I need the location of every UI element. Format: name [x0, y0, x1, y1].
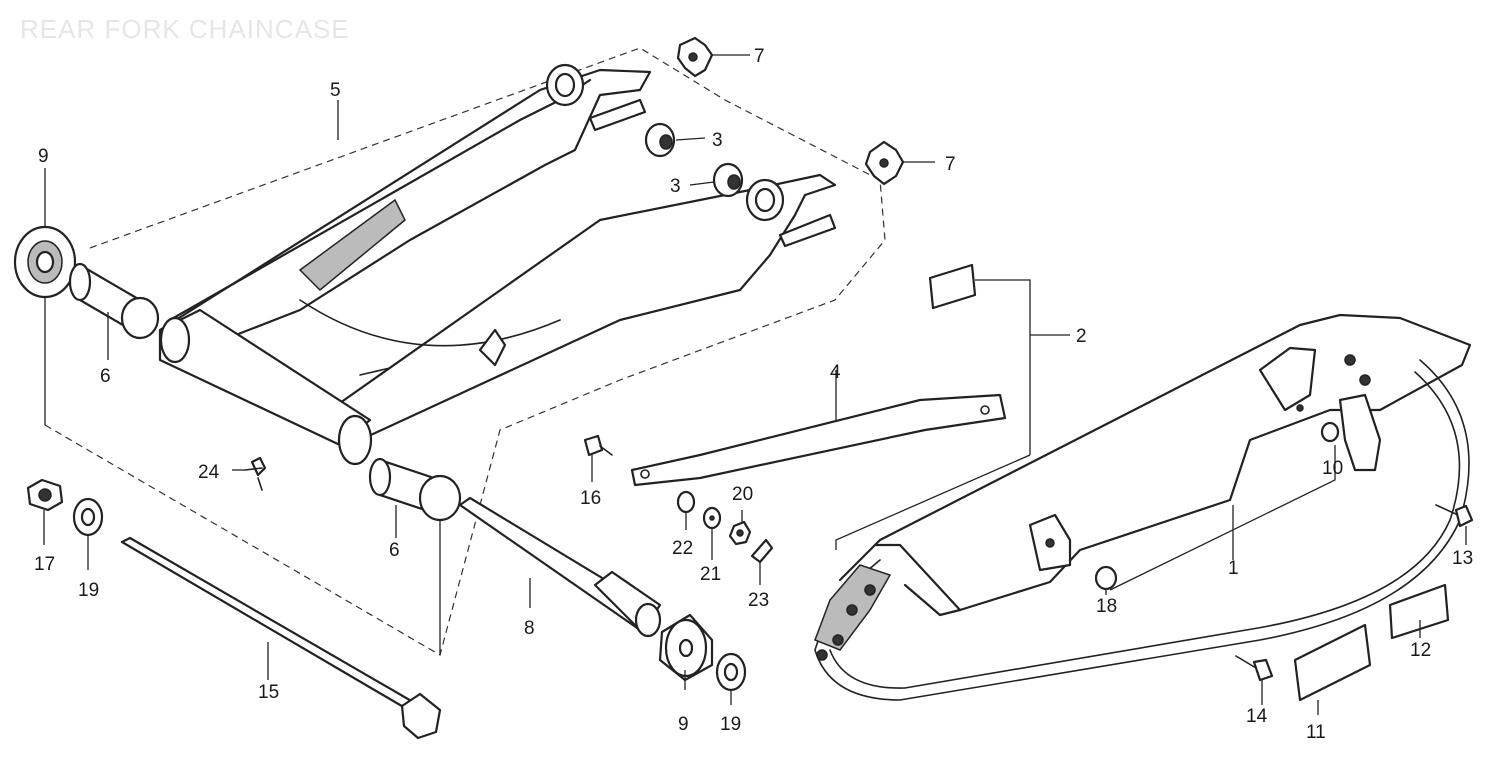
callout-19-right: 19 [720, 714, 741, 735]
collar-left [68, 262, 160, 340]
bearing-bottom [658, 613, 714, 682]
callout-20: 20 [732, 484, 753, 505]
callout-6-right: 6 [389, 540, 400, 561]
callout-5: 5 [330, 80, 341, 101]
callout-11: 11 [1306, 722, 1326, 743]
clip-23 [750, 538, 774, 564]
callout-3-upper: 3 [712, 130, 723, 151]
callout-13: 13 [1452, 548, 1473, 569]
callout-15: 15 [258, 682, 279, 703]
callout-14: 14 [1246, 706, 1268, 727]
collar-right [368, 457, 462, 522]
washer-21 [702, 506, 722, 530]
chaincase-1 [814, 313, 1472, 701]
callout-19-left: 19 [78, 580, 99, 601]
label-plate-2 [928, 263, 977, 310]
pivot-bolt-15 [120, 536, 442, 740]
bearing-top [13, 225, 77, 299]
callout-17: 17 [34, 554, 55, 575]
rear-fork [158, 63, 837, 466]
grommet-18 [1094, 565, 1118, 591]
bolt-24 [244, 456, 267, 491]
washer-19-right [715, 652, 747, 692]
callout-16: 16 [580, 488, 601, 509]
callout-6-left: 6 [100, 366, 111, 387]
bolt-13 [1435, 504, 1474, 528]
bolt-14 [1235, 655, 1274, 682]
diagram-title: REAR FORK CHAINCASE [20, 14, 350, 44]
callout-22: 22 [672, 538, 693, 559]
adjuster-upper [676, 36, 714, 78]
leader-lines [43, 54, 1467, 715]
chaincase-stay [630, 393, 1007, 487]
callout-10: 10 [1322, 458, 1343, 479]
callout-9-top: 9 [38, 146, 49, 167]
callout-23: 23 [748, 590, 769, 611]
callout-12: 12 [1410, 640, 1431, 661]
nut-17 [26, 478, 64, 512]
bushing-lower [712, 162, 744, 198]
adjuster-lower [864, 140, 905, 186]
bushing-upper [644, 122, 676, 158]
washer-22 [676, 490, 696, 514]
callout-18: 18 [1096, 596, 1117, 617]
grommet-10 [1320, 421, 1340, 443]
label-plate-11 [1293, 623, 1372, 702]
callout-7-upper: 7 [754, 46, 765, 67]
callout-7-lower: 7 [945, 154, 956, 175]
callout-3-lower: 3 [670, 176, 681, 197]
callout-9-bottom: 9 [678, 714, 689, 735]
axle-8 [458, 496, 662, 638]
callout-1: 1 [1228, 558, 1239, 579]
callout-4: 4 [830, 362, 841, 383]
callout-21: 21 [700, 564, 721, 585]
callout-8: 8 [524, 618, 535, 639]
bolt-16 [583, 434, 613, 457]
callout-24: 24 [198, 462, 220, 483]
washer-19-left [72, 497, 104, 537]
callout-2: 2 [1076, 326, 1087, 347]
label-plate-12 [1388, 583, 1450, 640]
nut-20 [728, 520, 752, 546]
